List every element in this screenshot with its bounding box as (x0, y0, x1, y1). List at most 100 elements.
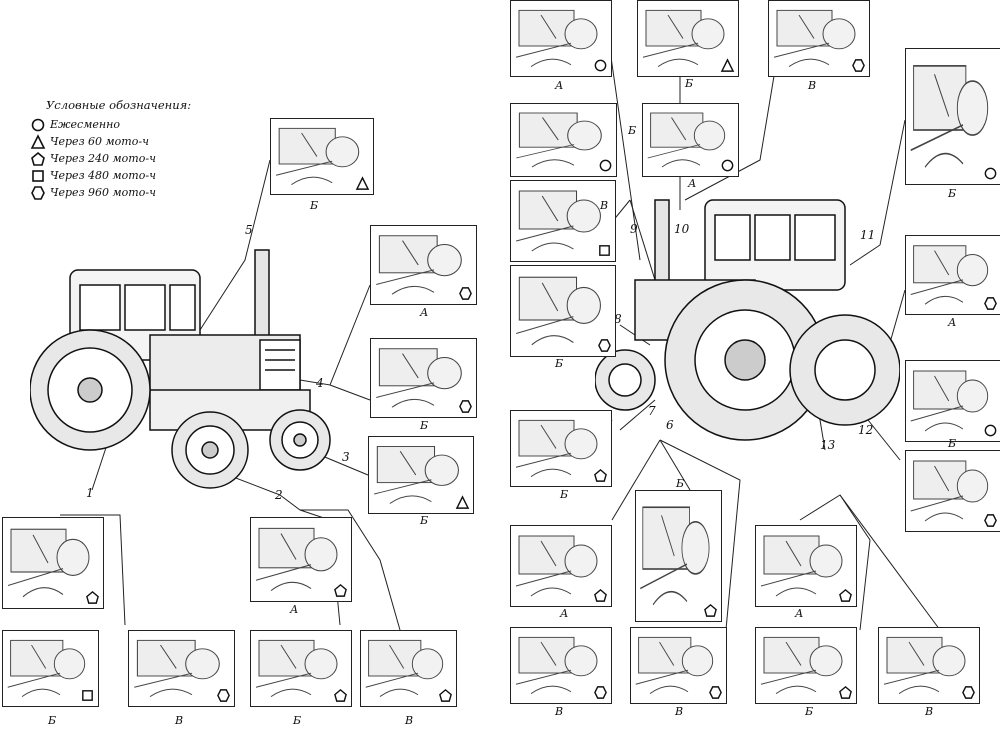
detail-panel-p13a (755, 525, 857, 607)
detail-panel-p5b (270, 118, 374, 195)
pentagon-icon (593, 588, 608, 603)
panel-sketch (515, 419, 598, 478)
triangle-icon (355, 176, 370, 191)
panel-sketch (516, 112, 602, 168)
panel-sketch (7, 528, 90, 598)
legend-label: Через 960 мото-ч (50, 186, 156, 199)
detail-panel-p13v (878, 627, 980, 704)
hexagon-icon (216, 688, 231, 703)
panel-label: В (925, 705, 934, 718)
legend-row-60: Через 60 мото-ч (30, 133, 240, 150)
callout-number: 6 (666, 418, 674, 432)
panel-label: Б (628, 124, 637, 137)
callout-number: 1 (86, 486, 94, 500)
panel-label: В (555, 705, 564, 718)
detail-panel-p12b (905, 360, 1000, 442)
panel-sketch (275, 127, 360, 186)
legend: Условные обозначения: Ежесменно Через 60… (30, 98, 240, 201)
detail-panel-p1v (128, 630, 235, 707)
tractor-rear-view (595, 199, 900, 441)
pentagon-icon (838, 588, 853, 603)
panel-sketch (374, 446, 459, 504)
hexagon-icon (851, 58, 866, 73)
panel-sketch (255, 639, 338, 698)
hexagon-icon (983, 296, 998, 311)
callout-number: 12 (858, 423, 874, 437)
callout-number: 5 (245, 223, 253, 237)
hexagon-icon (31, 185, 45, 200)
panel-label: Б (555, 357, 564, 370)
panel-sketch (255, 527, 338, 592)
pentagon-icon (703, 603, 718, 618)
panel-sketch (365, 639, 444, 698)
panel-label: А (795, 607, 804, 620)
legend-label: Через 240 мото-ч (50, 152, 156, 165)
pentagon-icon (333, 688, 348, 703)
square-icon (597, 243, 612, 258)
legend-label: Ежесменно (50, 118, 120, 131)
panel-sketch (515, 535, 598, 597)
panel-sketch (760, 636, 843, 695)
detail-panel-p9v (510, 180, 616, 262)
callout-number: 13 (820, 438, 836, 452)
circle-icon (31, 118, 45, 131)
detail-panel-p10a_mid (642, 103, 739, 177)
panel-label: Б (948, 187, 957, 200)
square-icon (32, 169, 44, 182)
callout-number: 8 (614, 312, 622, 326)
panel-label: Б (293, 714, 302, 727)
detail-panel-p7b (510, 410, 612, 487)
pentagon-icon (838, 685, 853, 700)
detail-panel-p3b (368, 436, 474, 514)
panel-sketch (760, 535, 843, 597)
panel-label: В (600, 199, 609, 212)
legend-label: Через 60 мото-ч (50, 135, 149, 148)
panel-sketch (647, 112, 726, 168)
panel-label: А (420, 306, 429, 319)
tractor-front-view (30, 249, 331, 489)
detail-panel-p1b (2, 630, 99, 707)
detail-panel-p2b (250, 630, 352, 707)
detail-panel-p4b (370, 338, 477, 418)
panel-sketch (910, 460, 989, 522)
panel-label: Б (805, 705, 814, 718)
circle-icon (983, 166, 998, 181)
panel-label: В (405, 714, 414, 727)
legend-row-480: Через 480 мото-ч (30, 167, 240, 184)
panel-sketch (910, 65, 989, 168)
circle-icon (720, 158, 735, 173)
detail-panel-p6a (510, 525, 612, 607)
panel-label: Б (420, 514, 429, 527)
hexagon-icon (708, 685, 723, 700)
panel-label: А (555, 79, 564, 92)
detail-panel-p9b (510, 103, 617, 177)
panel-label: В (808, 79, 817, 92)
panel-label: В (175, 714, 184, 727)
panel-label: Б (48, 714, 57, 727)
panel-sketch (910, 370, 989, 432)
panel-label: А (560, 607, 569, 620)
callout-number: 11 (860, 228, 876, 242)
panel-sketch (515, 9, 598, 68)
legend-label: Через 480 мото-ч (50, 169, 156, 182)
detail-panel-p8b (510, 265, 616, 357)
detail-panel-p10a_top (510, 0, 612, 77)
circle-icon (983, 423, 998, 438)
detail-panel-p12v (905, 450, 1000, 532)
panel-label: Б (420, 419, 429, 432)
panel-sketch (773, 9, 856, 68)
circle-icon (593, 58, 608, 73)
hexagon-icon (597, 338, 612, 353)
panel-sketch (642, 9, 725, 68)
panel-sketch (376, 348, 462, 408)
pentagon-icon (333, 583, 348, 598)
callout-number: 10 (674, 222, 690, 236)
detail-panel-p13b (755, 627, 857, 704)
pentagon-icon (31, 151, 45, 166)
panel-label: А (290, 603, 299, 616)
square-icon (80, 688, 95, 703)
panel-label: Б (310, 199, 319, 212)
hexagon-icon (961, 685, 976, 700)
panel-sketch (134, 639, 220, 698)
panel-sketch (635, 636, 714, 695)
